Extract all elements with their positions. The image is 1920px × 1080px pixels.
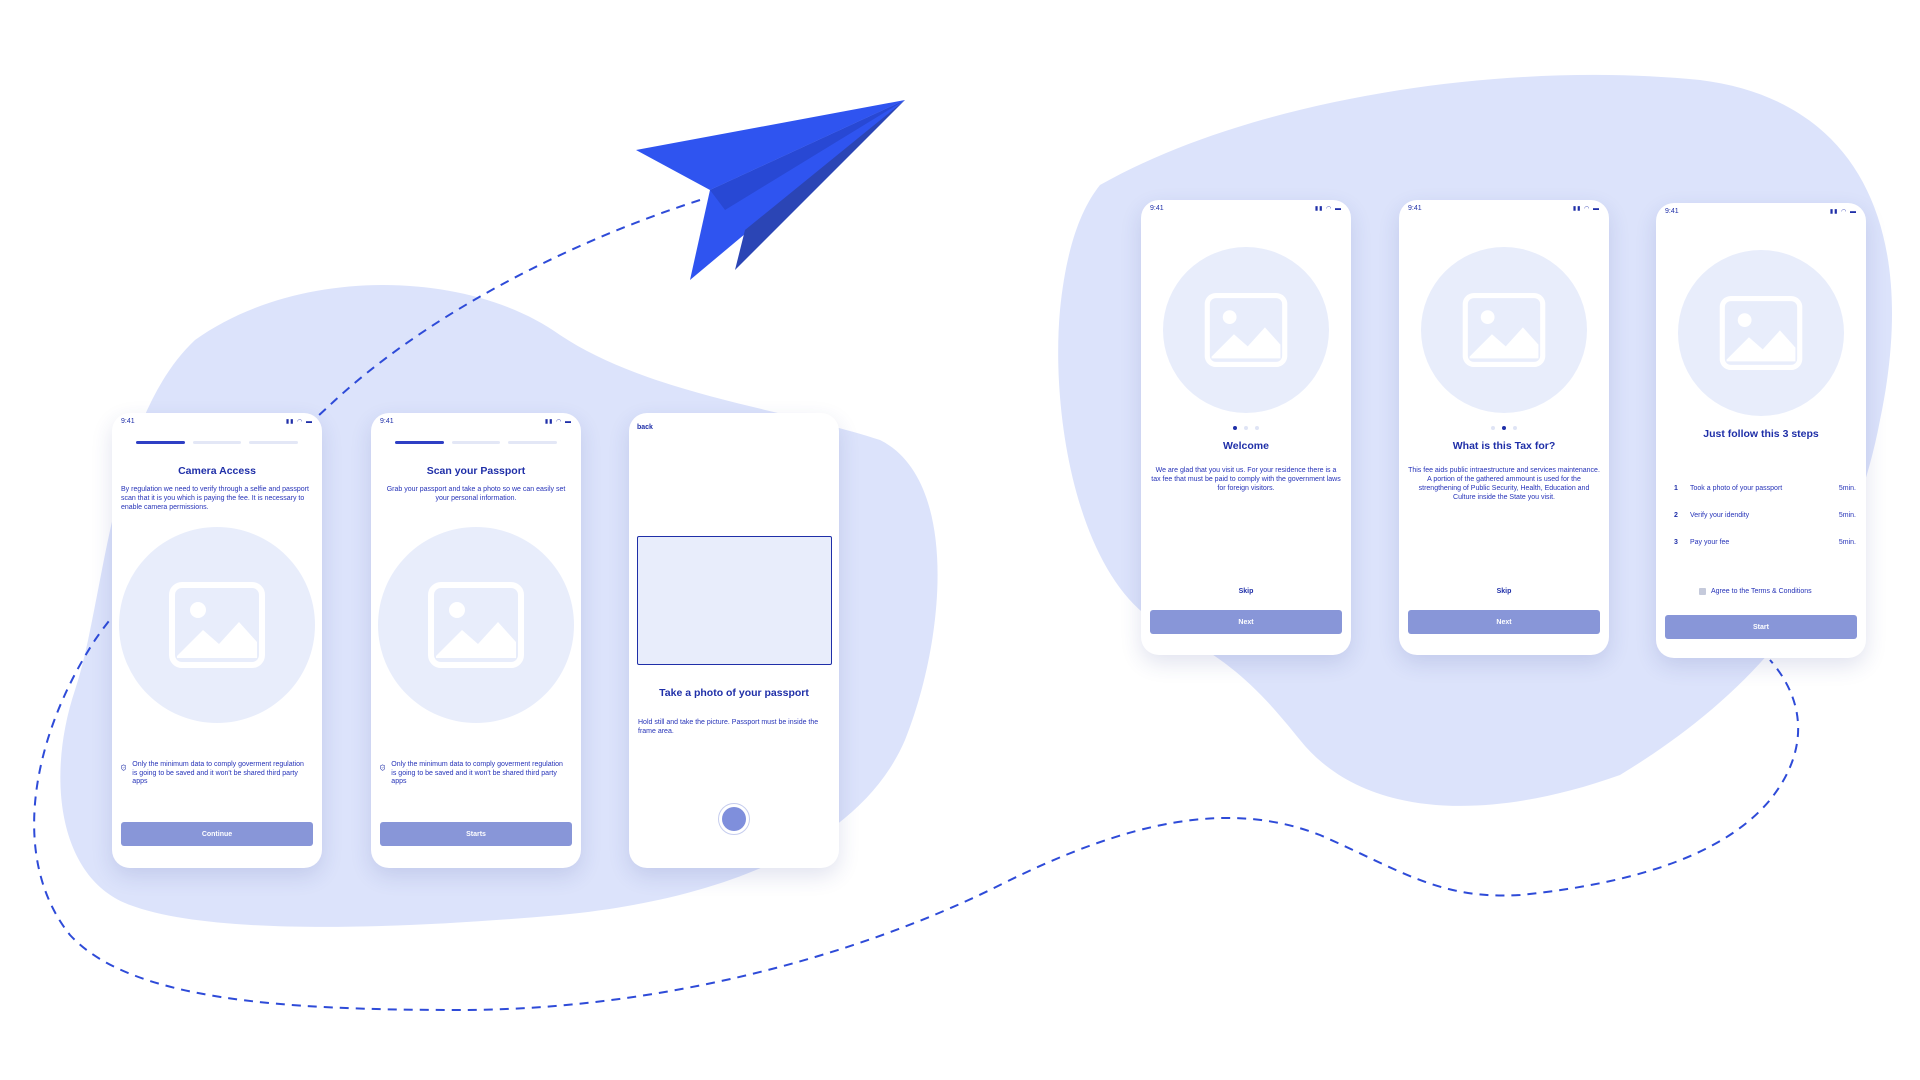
continue-button[interactable]: Continue [121, 822, 313, 846]
page-description: Hold still and take the picture. Passpor… [638, 719, 819, 735]
status-icons: ▮▮ ◠ ▬ [1829, 209, 1857, 215]
step-label: Verify your idendity [1690, 512, 1750, 519]
status-icons: ▮▮ ◠ ▬ [1572, 206, 1600, 212]
status-time: 9:41 [1408, 205, 1422, 212]
terms-agreement: Agree to the Terms & Conditions [1699, 588, 1812, 595]
status-icons: ▮▮ ◠ ▬ [285, 419, 313, 425]
progress-indicator [395, 441, 558, 444]
image-icon [1204, 293, 1288, 367]
skip-link[interactable]: Skip [1496, 588, 1512, 595]
page-title: Just follow this 3 steps [1703, 428, 1819, 440]
steps-list: 1 Took a photo of your passport 5min. 2 … [1674, 485, 1856, 566]
shutter-inner [722, 807, 746, 831]
progress-indicator [136, 441, 299, 444]
page-title: Camera Access [178, 465, 256, 477]
status-time: 9:41 [1665, 208, 1679, 215]
shield-icon [121, 764, 127, 771]
phone-take-photo: back Take a photo of your passport Hold … [629, 413, 839, 868]
page-description: We are glad that you visit us. For your … [1151, 467, 1341, 492]
progress-step-1 [136, 441, 185, 444]
step-duration: 5min. [1838, 485, 1856, 492]
passport-capture-frame [637, 536, 832, 665]
status-bar: 9:41 ▮▮ ◠ ▬ [1408, 205, 1600, 215]
image-placeholder [378, 527, 574, 723]
step-duration: 5min. [1838, 512, 1856, 519]
dot-2 [1244, 426, 1248, 430]
image-placeholder [1163, 247, 1329, 413]
step-item: 1 Took a photo of your passport 5min. [1674, 485, 1856, 512]
image-placeholder [119, 527, 315, 723]
status-time: 9:41 [1150, 205, 1164, 212]
phone-tax-info: 9:41 ▮▮ ◠ ▬ What is this Tax for? This f… [1399, 200, 1609, 655]
status-bar: 9:41 ▮▮ ◠ ▬ [1665, 208, 1857, 218]
step-label: Pay your fee [1690, 539, 1730, 546]
page-description: By regulation we need to verify through … [121, 486, 309, 511]
step-number: 2 [1674, 512, 1678, 519]
paper-plane-icon [636, 100, 905, 280]
status-time: 9:41 [380, 418, 394, 425]
image-icon [1719, 296, 1803, 370]
step-number: 3 [1674, 539, 1678, 546]
dot-1 [1233, 426, 1237, 430]
image-icon [1462, 293, 1546, 367]
status-icons: ▮▮ ◠ ▬ [544, 419, 572, 425]
plane-fold-shadow [735, 100, 905, 270]
image-icon [428, 582, 524, 668]
phone-camera-access: 9:41 ▮▮ ◠ ▬ Camera Access By regulation … [112, 413, 322, 868]
phone-welcome: 9:41 ▮▮ ◠ ▬ Welcome We are glad that you… [1141, 200, 1351, 655]
shutter-button[interactable] [718, 803, 750, 835]
step-item: 2 Verify your idendity 5min. [1674, 512, 1856, 539]
page-description: Grab your passport and take a photo so w… [386, 486, 566, 502]
step-duration: 5min. [1838, 539, 1856, 546]
next-button[interactable]: Next [1408, 610, 1600, 634]
starts-button[interactable]: Starts [380, 822, 572, 846]
dot-1 [1491, 426, 1495, 430]
status-bar: 9:41 ▮▮ ◠ ▬ [380, 418, 572, 428]
privacy-note-text: Only the minimum data to comply govermen… [132, 761, 304, 785]
pagination-dots [1399, 426, 1609, 430]
status-bar: 9:41 ▮▮ ◠ ▬ [121, 418, 313, 428]
dot-3 [1255, 426, 1259, 430]
page-title: Take a photo of your passport [659, 687, 809, 699]
shield-icon [380, 764, 386, 771]
progress-step-3 [249, 441, 299, 444]
pagination-dots [1141, 426, 1351, 430]
page-title: What is this Tax for? [1452, 440, 1556, 452]
progress-step-2 [192, 441, 242, 444]
terms-checkbox[interactable] [1699, 588, 1706, 595]
image-placeholder [1678, 250, 1844, 416]
image-icon [169, 582, 265, 668]
skip-link[interactable]: Skip [1238, 588, 1254, 595]
status-time: 9:41 [121, 418, 135, 425]
terms-label: Agree to the Terms & Conditions [1711, 588, 1812, 595]
privacy-note-text: Only the minimum data to comply govermen… [391, 761, 563, 785]
status-icons: ▮▮ ◠ ▬ [1314, 206, 1342, 212]
start-button[interactable]: Start [1665, 615, 1857, 639]
privacy-note: Only the minimum data to comply govermen… [380, 761, 563, 787]
dot-3 [1513, 426, 1517, 430]
step-item: 3 Pay your fee 5min. [1674, 539, 1856, 566]
phone-steps: 9:41 ▮▮ ◠ ▬ Just follow this 3 steps 1 T… [1656, 203, 1866, 658]
step-number: 1 [1674, 485, 1678, 492]
privacy-note: Only the minimum data to comply govermen… [121, 761, 304, 787]
back-link[interactable]: back [637, 424, 653, 431]
dot-2 [1502, 426, 1506, 430]
page-title: Scan your Passport [426, 465, 526, 477]
progress-step-2 [451, 441, 501, 444]
plane-wing-left [636, 100, 905, 190]
progress-step-3 [508, 441, 558, 444]
page-description: This fee aids public intraestructure and… [1408, 467, 1600, 501]
page-title: Welcome [1223, 440, 1269, 452]
step-label: Took a photo of your passport [1690, 485, 1783, 492]
next-button[interactable]: Next [1150, 610, 1342, 634]
image-placeholder [1421, 247, 1587, 413]
progress-step-1 [395, 441, 444, 444]
status-bar: 9:41 ▮▮ ◠ ▬ [1150, 205, 1342, 215]
plane-fold-inner [710, 100, 905, 210]
phone-scan-passport: 9:41 ▮▮ ◠ ▬ Scan your Passport Grab your… [371, 413, 581, 868]
